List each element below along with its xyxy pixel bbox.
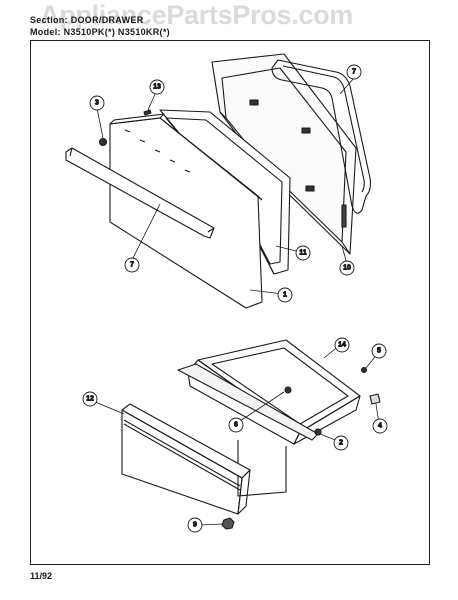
door-gasket-part xyxy=(271,59,372,214)
svg-text:12: 12 xyxy=(86,396,94,403)
callout-11: 11 xyxy=(295,245,311,261)
svg-text:13: 13 xyxy=(153,84,161,91)
callout-13: 13 xyxy=(149,79,165,95)
svg-text:9: 9 xyxy=(193,522,197,529)
svg-text:4: 4 xyxy=(378,423,382,430)
door-frame-part xyxy=(211,53,357,255)
svg-text:6: 6 xyxy=(234,422,238,429)
watermark: AppliancePartsPros.com xyxy=(40,0,354,30)
svg-text:7: 7 xyxy=(130,262,134,269)
drawer-nut-part xyxy=(221,517,235,530)
callout-12: 12 xyxy=(82,391,98,407)
section-label: Section: DOOR/DRAWER xyxy=(30,15,144,25)
callout-9: 9 xyxy=(187,517,203,533)
callout-2: 2 xyxy=(333,435,349,451)
svg-text:3: 3 xyxy=(95,100,99,107)
callout-3: 3 xyxy=(89,95,105,111)
callout-14: 14 xyxy=(334,337,350,353)
callout-5: 5 xyxy=(371,343,387,359)
svg-text:11: 11 xyxy=(299,250,307,257)
callout-6: 6 xyxy=(228,417,244,433)
callout-10: 10 xyxy=(339,260,355,276)
callout-1: 1 xyxy=(277,287,293,303)
svg-text:10: 10 xyxy=(343,265,351,272)
drawer-front-part xyxy=(121,403,251,515)
screw-part xyxy=(98,109,152,147)
svg-text:2: 2 xyxy=(339,440,343,447)
callout-8: 7 xyxy=(346,64,362,80)
drawer-body-part xyxy=(177,339,361,497)
svg-text:7: 7 xyxy=(352,69,356,76)
diagram-header: Section: DOOR/DRAWER Model: N3510PK(*) N… xyxy=(30,14,170,38)
svg-text:1: 1 xyxy=(283,292,287,299)
svg-text:14: 14 xyxy=(338,342,346,349)
model-label: Model: N3510PK(*) N3510KR(*) xyxy=(30,27,170,37)
date-code: 11/92 xyxy=(30,571,53,581)
door-handle-part xyxy=(65,147,215,239)
diagram-frame xyxy=(30,40,430,565)
callout-7: 7 xyxy=(124,257,140,273)
svg-text:5: 5 xyxy=(377,348,381,355)
drawer-roller-part xyxy=(360,366,381,405)
callout-4: 4 xyxy=(372,418,388,434)
drawer-screw-part xyxy=(284,386,292,394)
